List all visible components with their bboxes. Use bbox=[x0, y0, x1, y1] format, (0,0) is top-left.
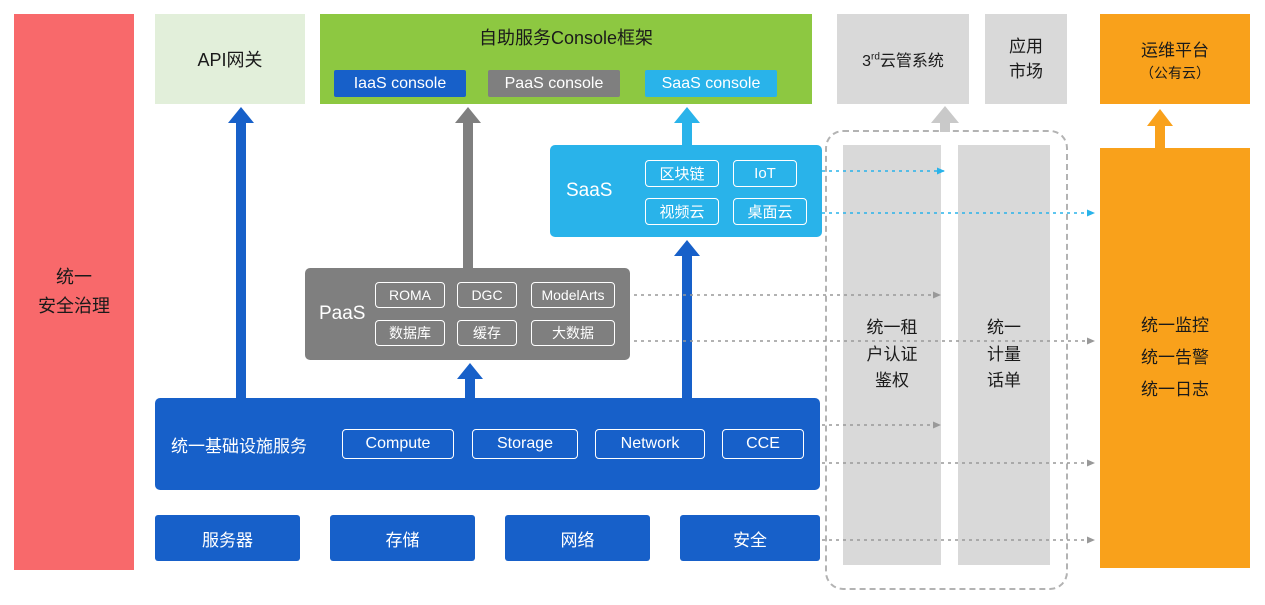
paas-label: PaaS bbox=[319, 303, 366, 324]
paas-box: PaaS ROMA DGC ModelArts 数据库 缓存 大数据 bbox=[305, 268, 630, 360]
iaas-console-chip: IaaS console bbox=[334, 70, 466, 97]
api-gateway-box: API网关 bbox=[155, 14, 305, 104]
infrastructure-label: 统一基础设施服务 bbox=[171, 436, 307, 456]
arrow-frame-to-third-party-cloud bbox=[931, 106, 959, 132]
paas-item-bigdata: 大数据 bbox=[531, 320, 615, 346]
om-platform-line1: 运维平台 bbox=[1141, 40, 1209, 60]
arrow-infra-to-paas bbox=[457, 363, 483, 398]
om-platform-box: 运维平台 （公有云） bbox=[1100, 14, 1250, 104]
hardware-network-box: 网络 bbox=[505, 515, 650, 561]
om-platform-line2: （公有云） bbox=[1140, 64, 1210, 81]
arrow-paas-to-console bbox=[455, 107, 481, 268]
third-party-cloud-box: 3rd云管系统 bbox=[837, 14, 969, 104]
third-party-cloud-label: 3rd云管系统 bbox=[862, 51, 944, 70]
paas-item-roma: ROMA bbox=[375, 282, 445, 308]
infra-item-compute: Compute bbox=[342, 429, 454, 459]
saas-item-video-cloud: 视频云 bbox=[645, 198, 719, 225]
saas-item-desktop-cloud: 桌面云 bbox=[733, 198, 807, 225]
paas-item-modelarts: ModelArts bbox=[531, 282, 615, 308]
security-governance-bar: 统一 安全治理 bbox=[14, 14, 134, 570]
hardware-security-box: 安全 bbox=[680, 515, 820, 561]
saas-console-chip: SaaS console bbox=[645, 70, 777, 97]
infra-item-storage: Storage bbox=[472, 429, 578, 459]
paas-item-database: 数据库 bbox=[375, 320, 445, 346]
arrow-monitor-to-om-platform bbox=[1147, 109, 1173, 148]
paas-console-chip: PaaS console bbox=[488, 70, 620, 97]
saas-item-blockchain: 区块链 bbox=[645, 160, 719, 187]
arrow-infra-to-saas bbox=[674, 240, 700, 398]
infra-item-cce: CCE bbox=[722, 429, 804, 459]
hardware-server-box: 服务器 bbox=[155, 515, 300, 561]
console-frame: 自助服务Console框架 IaaS console PaaS console … bbox=[320, 14, 812, 104]
arrow-infra-to-api-gateway bbox=[228, 107, 254, 398]
monitor-bar: 统一监控 统一告警 统一日志 bbox=[1100, 148, 1250, 568]
saas-box: SaaS 区块链 IoT 视频云 桌面云 bbox=[550, 145, 822, 237]
auth-bar: 统一租 户认证 鉴权 bbox=[843, 145, 941, 565]
paas-item-cache: 缓存 bbox=[457, 320, 517, 346]
infrastructure-box: 统一基础设施服务 Compute Storage Network CCE bbox=[155, 398, 820, 490]
console-frame-title: 自助服务Console框架 bbox=[478, 28, 654, 48]
hardware-storage-box: 存储 bbox=[330, 515, 475, 561]
arrow-saas-to-console bbox=[674, 107, 700, 145]
saas-item-iot: IoT bbox=[733, 160, 797, 187]
saas-label: SaaS bbox=[566, 180, 613, 201]
app-market-box: 应用 市场 bbox=[985, 14, 1067, 104]
metering-bar: 统一 计量 话单 bbox=[958, 145, 1050, 565]
paas-item-dgc: DGC bbox=[457, 282, 517, 308]
infra-item-network: Network bbox=[595, 429, 705, 459]
